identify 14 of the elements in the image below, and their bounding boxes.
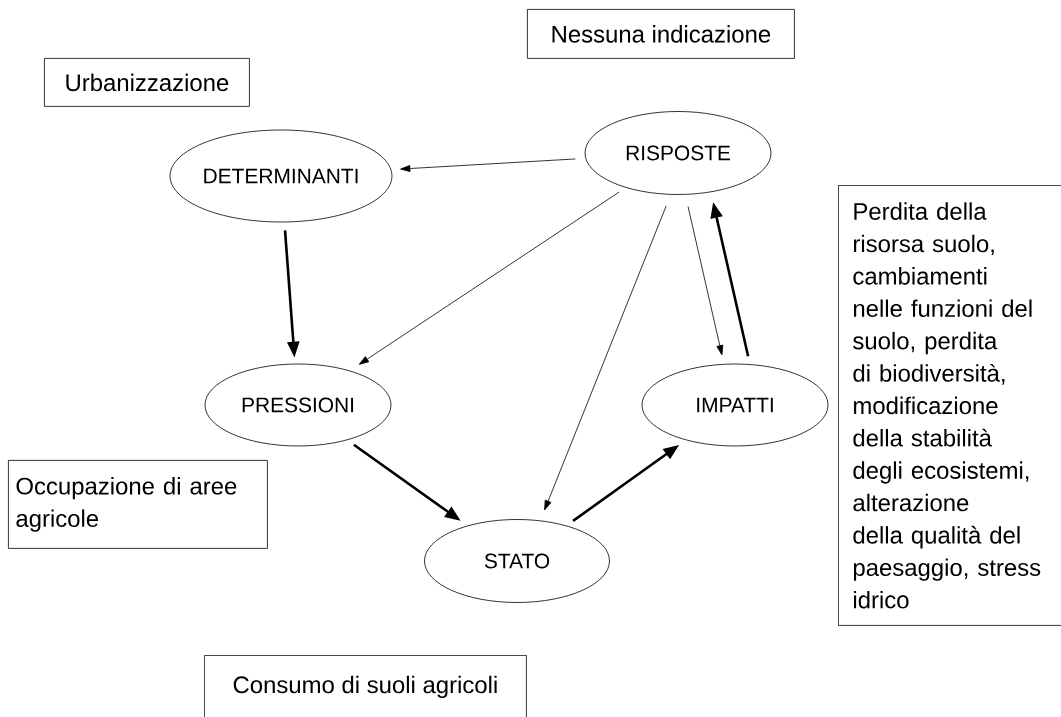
text-box: Nessuna indicazione <box>527 9 795 59</box>
arrow <box>544 205 667 511</box>
ellipse-node: RISPOSTE <box>584 111 772 195</box>
text-box: Perdita della risorsa suolo, cambiamenti nelle funzioni del suolo, perdita di biodiversità, modificazione della stabilità degli ecosistemi, alterazione della qualità del paesaggio, stress idrico <box>838 185 1061 626</box>
ellipse-node: STATO <box>424 519 610 603</box>
ellipse-node: PRESSIONI <box>204 363 392 447</box>
ellipse-node: IMPATTI <box>641 363 829 447</box>
ellipse-node: DETERMINANTI <box>169 129 393 223</box>
text-box: Consumo di suoli agricoli <box>204 655 527 717</box>
arrow <box>358 191 620 365</box>
arrow <box>400 158 576 172</box>
arrow <box>687 206 724 356</box>
text-box: Urbanizzazione <box>44 58 250 107</box>
text-box: Occupazione di aree agricole <box>8 460 268 549</box>
